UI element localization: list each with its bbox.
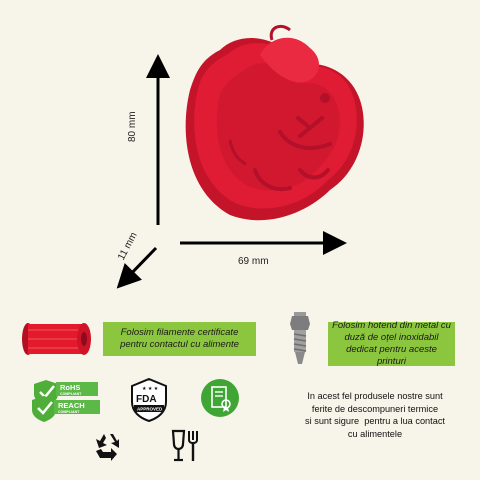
rohs-reach-badges: RoHS COMPLIANT REACH COMPLIANT — [32, 380, 100, 422]
cookie-cutter-product — [185, 24, 364, 221]
filament-note-text: Folosim filamente certificate pentru con… — [120, 327, 239, 350]
safety-line-2: ferite de descompuneri termice — [311, 403, 439, 414]
dimension-arrows — [116, 54, 347, 289]
svg-text:★ ★ ★: ★ ★ ★ — [142, 386, 159, 392]
fda-badge-sublabel: APPROVED — [137, 407, 163, 412]
rohs-badge-label: RoHS — [60, 383, 80, 392]
depth-arrow — [116, 246, 158, 289]
width-label: 69 mm — [238, 256, 269, 267]
fda-badge-label: FDA — [136, 394, 157, 405]
rohs-badge-sublabel: COMPLIANT — [60, 392, 82, 396]
safety-line-4: cu alimentele — [347, 428, 403, 439]
safety-line-3: si sunt sigure pentru a lua contact — [305, 416, 445, 426]
hotend-note-text: Folosim hotend din metal cu duză de oțel… — [332, 320, 451, 367]
nozzle-icon — [290, 312, 310, 364]
recycle-icon — [96, 434, 119, 461]
food-safe-icon — [171, 429, 198, 462]
safety-line-1: In acest fel produsele nostre sunt — [307, 391, 443, 401]
safety-statement: In acest fel produsele nostre sunt ferit… — [296, 390, 454, 440]
reach-badge-sublabel: COMPLIANT — [58, 410, 80, 414]
hotend-note: Folosim hotend din metal cu duză de oțel… — [328, 320, 455, 367]
filament-note: Folosim filamente certificate pentru con… — [103, 322, 256, 356]
certificate-icon — [201, 379, 239, 417]
height-label: 80 mm — [127, 111, 138, 142]
filament-spool-icon — [22, 323, 91, 355]
reach-badge-label: REACH — [58, 401, 85, 410]
fda-badge: ★ ★ ★ FDA APPROVED — [131, 378, 167, 422]
